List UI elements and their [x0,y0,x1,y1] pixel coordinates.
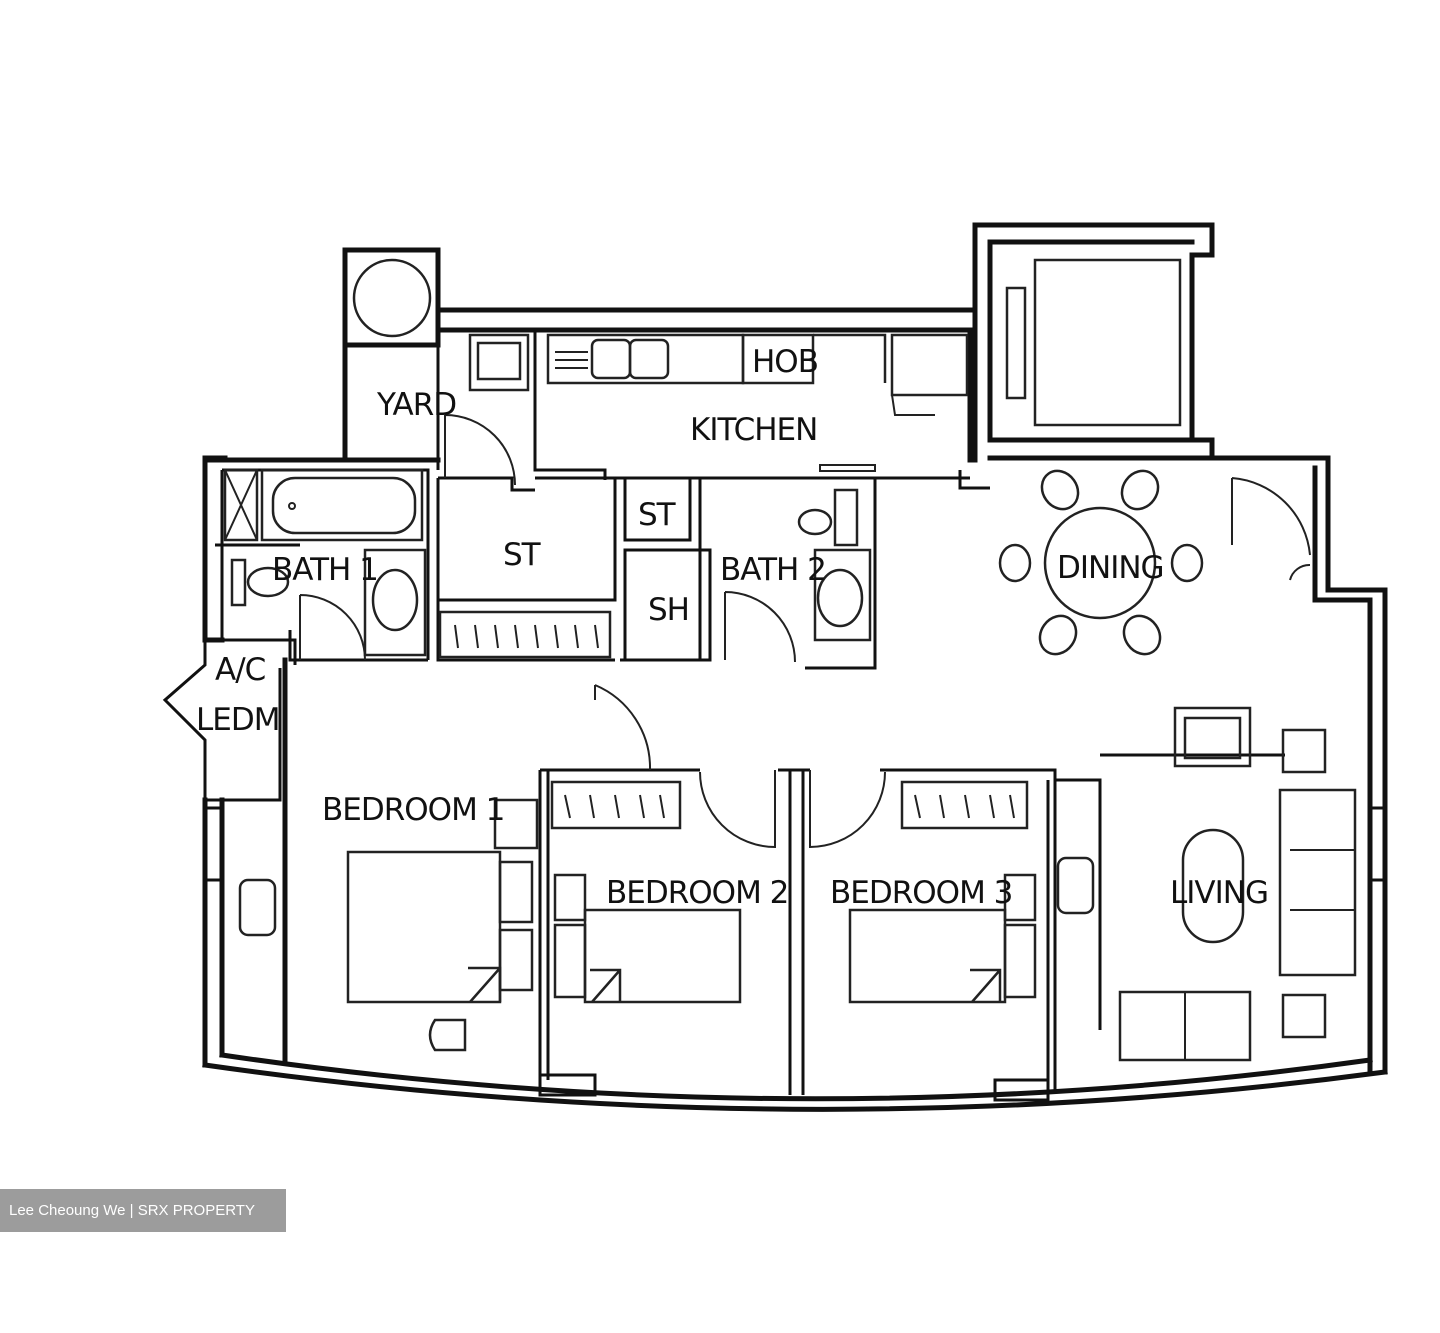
label-bedroom-2: BEDROOM 2 [606,875,788,911]
label-kitchen: KITCHEN [690,412,817,448]
label-dining: DINING [1057,550,1164,586]
label-ac-ledge-2: LEDM [196,702,279,738]
label-bedroom-3: BEDROOM 3 [830,875,1012,911]
label-yard: YARD [376,387,456,423]
room-labels: YARD HOB KITCHEN DINING ST ST BATH 1 BAT… [196,344,1269,911]
label-living: LIVING [1170,875,1268,911]
label-sh: SH [648,592,689,628]
label-ac-ledge: A/C [215,652,265,688]
interior-walls [162,330,1387,1102]
label-bedroom-1: BEDROOM 1 [322,792,504,828]
label-st-small: ST [638,497,677,533]
label-bath-2: BATH 2 [720,552,826,588]
doors [299,394,1311,849]
fixtures [223,258,1357,1062]
watermark-banner: Lee Cheoung We | SRX PROPERTY [0,1189,286,1232]
label-st-store: ST [503,537,542,573]
label-bath-1: BATH 1 [272,552,378,588]
label-hob: HOB [752,344,818,380]
